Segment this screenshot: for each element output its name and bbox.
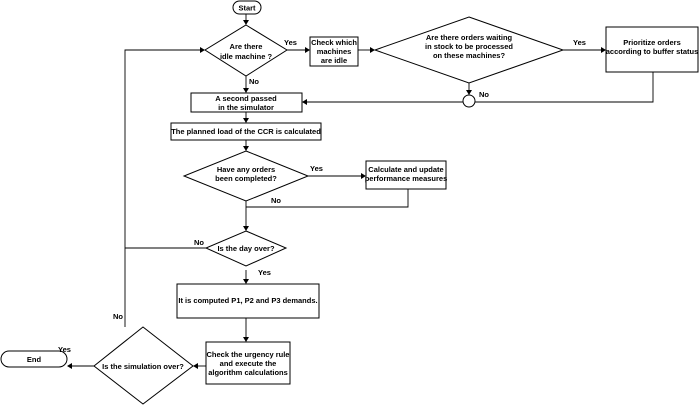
simulation-over-line-1: Is the simulation over? [102, 362, 184, 371]
connectors [67, 14, 654, 369]
arrowhead [361, 173, 366, 179]
check-idle-line-1: Check which [311, 38, 357, 47]
prioritize-line-1: Prioritize orders [623, 38, 681, 47]
arrowhead [243, 337, 249, 342]
arrowhead [200, 47, 205, 53]
edge-labels: Yes No Yes No Yes No No Yes No Yes [58, 38, 586, 354]
day-over-line-1: Is the day over? [217, 244, 275, 253]
compute-demands-line-1: It is computed P1, P2 and P3 demands. [178, 296, 317, 305]
orders-completed-line-1: Have any orders [217, 165, 275, 174]
arrowhead [305, 47, 310, 53]
start-terminal: Start [232, 0, 262, 15]
urgency-rule-line-1: Check the urgency rule [207, 350, 290, 359]
idle-machine-line-1: Are there [230, 42, 263, 51]
day-over-decision: Is the day over? [204, 230, 288, 267]
compute-demands-process: It is computed P1, P2 and P3 demands. [176, 283, 320, 319]
end-label: End [27, 355, 42, 364]
orders-waiting-no-label: No [479, 90, 489, 99]
day-over-yes-label: Yes [258, 268, 271, 277]
completed-no-label: No [271, 196, 281, 205]
orders-waiting-line-3: on these machines? [433, 51, 506, 60]
arrowhead [243, 279, 249, 284]
second-passed-line-1: A second passed [215, 94, 277, 103]
arrowhead [243, 20, 249, 25]
arrowhead [601, 47, 606, 53]
arrowhead [243, 226, 249, 231]
idle-machine-line-2: idle machine ? [220, 52, 273, 61]
completed-yes-label: Yes [310, 164, 323, 173]
check-idle-line-3: are idle [321, 56, 347, 65]
idle-no-label: No [249, 77, 259, 86]
idle-yes-label: Yes [284, 38, 297, 47]
arrowhead [302, 99, 307, 105]
arrowhead [370, 47, 375, 53]
arrowhead [193, 363, 198, 369]
arrowhead [243, 118, 249, 123]
idle-machine-decision: Are there idle machine ? [204, 24, 288, 77]
update-measures-process: Calculate and update performance measure… [365, 160, 448, 190]
orders-waiting-line-2: in stock to be processed [425, 42, 513, 51]
arrowhead [67, 363, 72, 369]
merge-junction [462, 94, 476, 108]
check-idle-process: Check which machines are idle [309, 36, 359, 67]
arrowhead [243, 146, 249, 151]
simulation-yes-label: Yes [58, 345, 71, 354]
orders-waiting-decision: Are there orders waiting in stock to be … [373, 16, 565, 84]
end-terminal: End [0, 350, 68, 368]
edge-simulation-no-loop [124, 49, 200, 327]
orders-completed-decision: Have any orders been completed? [182, 150, 310, 202]
urgency-rule-process: Check the urgency rule and execute the a… [205, 341, 291, 385]
second-passed-line-2: in the simulator [218, 103, 274, 112]
edge-prioritize-to-second [307, 72, 654, 103]
update-measures-line-2: performance measures [365, 174, 448, 183]
arrowhead [466, 90, 472, 95]
simulation-over-decision: Is the simulation over? [93, 326, 194, 405]
second-passed-process: A second passed in the simulator [190, 92, 303, 113]
day-over-no-label: No [194, 238, 204, 247]
edge-update-to-merge [246, 189, 409, 208]
urgency-rule-line-2: and execute the [220, 359, 277, 368]
orders-waiting-yes-label: Yes [573, 38, 586, 47]
check-idle-line-2: machines [317, 47, 352, 56]
start-label: Start [238, 4, 256, 13]
urgency-rule-line-3: algorithm calculations [208, 368, 288, 377]
planned-load-process: The planned load of the CCR is calculate… [170, 122, 322, 141]
simulation-no-label: No [113, 312, 123, 321]
orders-waiting-line-1: Are there orders waiting [426, 33, 513, 42]
prioritize-line-2: according to buffer status [606, 47, 699, 56]
prioritize-process: Prioritize orders according to buffer st… [605, 26, 699, 73]
orders-completed-line-2: been completed? [215, 174, 277, 183]
update-measures-line-1: Calculate and update [368, 165, 443, 174]
planned-load-line-1: The planned load of the CCR is calculate… [171, 127, 321, 136]
arrowhead [243, 88, 249, 93]
